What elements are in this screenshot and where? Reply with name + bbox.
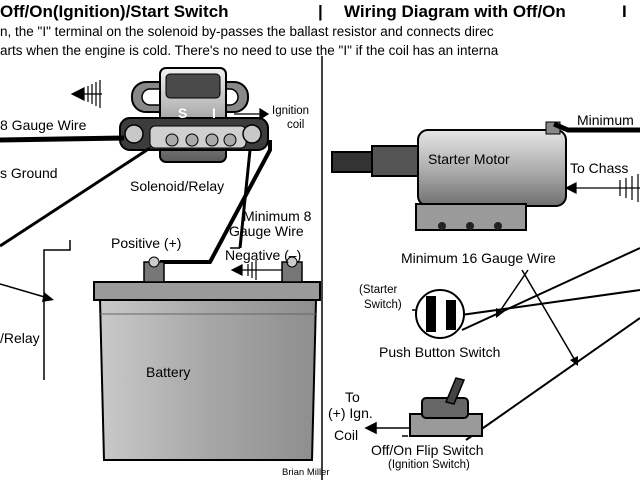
starter-switch-label-2: Switch) — [364, 299, 402, 311]
intro-line-1: n, the "I" terminal on the solenoid by-p… — [0, 24, 494, 39]
starter-motor — [331, 121, 567, 231]
solenoid-relay-body — [119, 67, 269, 163]
starter-main-cable — [553, 121, 640, 133]
terminal-i-label: I — [212, 105, 216, 121]
negative-ground-arrow — [230, 260, 286, 280]
minimum-label: Minimum — [577, 112, 634, 128]
positive-label: Positive (+) — [111, 235, 182, 251]
terminal-s-label: S — [178, 105, 188, 121]
chassis-ground-arrow — [564, 174, 640, 202]
battery-label: Battery — [146, 364, 191, 380]
ignition-coil-label-2: coil — [287, 119, 305, 131]
to-label: To — [345, 389, 360, 405]
intro-line-2: arts when the engine is cold. There's no… — [0, 43, 499, 58]
ground-arrow-left — [70, 80, 102, 108]
min16-label: Minimum 16 Gauge Wire — [401, 250, 556, 266]
starter-switch-label-1: (Starter — [359, 284, 398, 296]
ignition-switch-label: (Ignition Switch) — [388, 459, 470, 471]
right-wires — [412, 247, 640, 441]
to-chassis-label: To Chass — [570, 160, 629, 176]
flip-switch — [402, 377, 483, 437]
ignition-coil-label-1: Ignition — [272, 105, 310, 117]
left-title: Off/On(Ignition)/Start Switch — [0, 2, 229, 21]
ign-label: (+) Ign. — [328, 405, 373, 421]
push-button-label: Push Button Switch — [379, 344, 501, 360]
push-button-switch — [415, 289, 465, 339]
ground-label: s Ground — [0, 165, 58, 181]
starter-motor-label: Starter Motor — [428, 151, 510, 167]
right-title: Wiring Diagram with Off/On — [344, 2, 566, 21]
flip-switch-label: Off/On Flip Switch — [371, 442, 484, 458]
left-wires — [0, 135, 272, 380]
right-title-fragment: I — [622, 2, 627, 21]
solenoid-label: Solenoid/Relay — [130, 178, 225, 194]
title-separator: | — [318, 2, 323, 21]
gauge-wire-label: 8 Gauge Wire — [0, 117, 87, 133]
min8-label-1: Minimum 8 — [243, 208, 312, 224]
to-coil-arrow — [364, 421, 410, 435]
relay-fragment-label: /Relay — [0, 330, 40, 346]
credit-label: Brian Miller — [282, 467, 330, 478]
min8-label-2: Gauge Wire — [229, 223, 304, 239]
coil-label: Coil — [334, 427, 359, 443]
ignition-coil-arrow — [234, 107, 270, 121]
negative-label: Negative (–) — [225, 247, 302, 263]
battery — [93, 256, 321, 461]
